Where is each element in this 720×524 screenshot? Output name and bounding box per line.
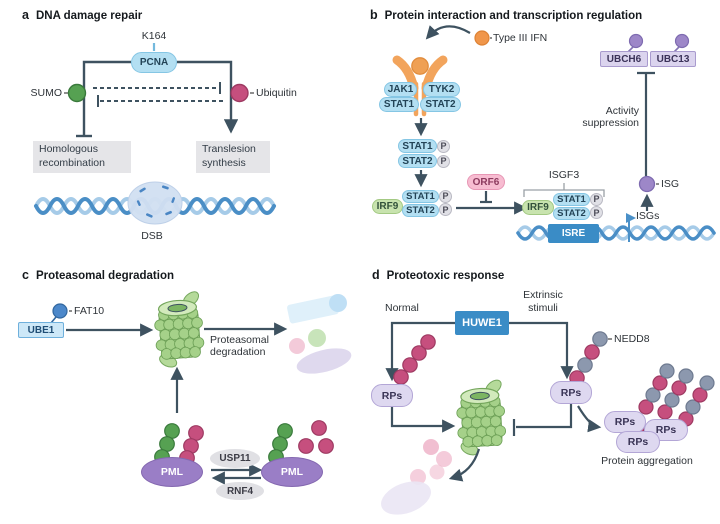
arrow-to-aggregation [577, 405, 602, 433]
ubiquitin-circle [230, 83, 249, 103]
sumo-circle [67, 83, 87, 103]
dna-fragments [136, 185, 176, 218]
ubch6-box: UBCH6 [600, 51, 648, 67]
pcna-right-branch [177, 60, 239, 134]
isgf3-bracket [523, 183, 605, 197]
activity-suppression-label-2: suppression [582, 117, 639, 129]
stat1-pill: STAT1 [402, 190, 439, 203]
stat2-pill: STAT2 [420, 97, 461, 112]
proteasome-icon-d [454, 376, 509, 459]
panel-d-graphics [381, 321, 715, 515]
stat2-pill: STAT2 [398, 154, 437, 168]
stat2-pill: STAT2 [402, 203, 439, 217]
phospho-badge: P [437, 139, 450, 153]
nedd8-label: NEDD8 [614, 333, 650, 345]
protein-aggregation-label: Protein aggregation [601, 455, 693, 467]
irf9-pill: IRF9 [372, 199, 403, 214]
irf9-pill: IRF9 [522, 200, 554, 215]
rps-right-mixed-chain [569, 331, 612, 386]
rps-box-left: RPs [371, 384, 413, 407]
isg-label: ISG [661, 178, 680, 190]
rps-box-agg-3: RPs [616, 431, 660, 453]
rps-left-ub-chain [393, 334, 436, 385]
rps-box-agg-1: RPs [604, 411, 646, 433]
pml-oval-left: PML [141, 457, 203, 487]
stat1-pill: STAT1 [398, 139, 437, 153]
phospho-badge: P [590, 192, 603, 206]
degraded-products-d [381, 439, 452, 515]
fat10-label: FAT10 [74, 305, 105, 317]
pcna-pill: PCNA [131, 52, 177, 73]
degraded-products-c [287, 294, 352, 374]
phospho-badge: P [590, 206, 603, 219]
panel-a-graphics [34, 43, 276, 225]
fat10-lollipop [50, 303, 72, 324]
orf6-pill: ORF6 [467, 174, 505, 190]
k164-label: K164 [141, 30, 167, 42]
rps-box-right: RPs [550, 381, 592, 404]
ubch6-lollipop [627, 33, 644, 53]
arrow-rps-to-proteasome [390, 407, 456, 433]
type3-ifn-circle [474, 30, 490, 46]
transcription-start-arrow [626, 213, 636, 242]
proteasome-icon-c [151, 287, 207, 372]
ubiquitin-label: Ubiquitin [256, 87, 297, 99]
rnf4-oval: RNF4 [216, 482, 264, 500]
huwe1-normal-branch [385, 321, 455, 382]
sumo-label: SUMO [30, 87, 63, 99]
isgs-label: ISGs [636, 210, 660, 222]
phospho-badge: P [439, 189, 452, 203]
dsb-blob [127, 181, 183, 225]
pml-right-chains [268, 420, 334, 465]
ifn-binding-arrow [425, 25, 471, 40]
dsb-label: DSB [141, 230, 163, 242]
isg-circle [638, 175, 656, 193]
activity-suppression-label-1: Activity [605, 105, 639, 117]
stat1-pill: STAT1 [379, 97, 419, 112]
ubc13-box: UBC13 [650, 51, 696, 67]
huwe1-stress-branch [509, 321, 574, 380]
normal-label: Normal [385, 302, 419, 314]
isgf3-label: ISGF3 [548, 169, 580, 181]
jak1-pill: JAK1 [384, 82, 417, 97]
phospho-badge: P [437, 154, 450, 168]
aggregation-chains [638, 363, 715, 427]
pml-oval-right: PML [261, 457, 323, 487]
ube1-box: UBE1 [18, 322, 64, 338]
ubc13-lollipop [673, 33, 690, 53]
type3-ifn-label: Type III IFN [493, 32, 548, 44]
usp11-oval: USP11 [210, 449, 260, 468]
pcna-left-branch [82, 60, 131, 135]
arrow-proteasome-output [448, 448, 481, 482]
isre-box: ISRE [548, 224, 599, 243]
stat1-pill: STAT1 [553, 193, 590, 206]
rps-inhibit-line [516, 404, 573, 429]
stat2-pill: STAT2 [553, 206, 590, 220]
phospho-badge: P [439, 203, 452, 216]
tyk2-pill: TYK2 [423, 82, 460, 97]
huwe1-box: HUWE1 [455, 311, 509, 335]
